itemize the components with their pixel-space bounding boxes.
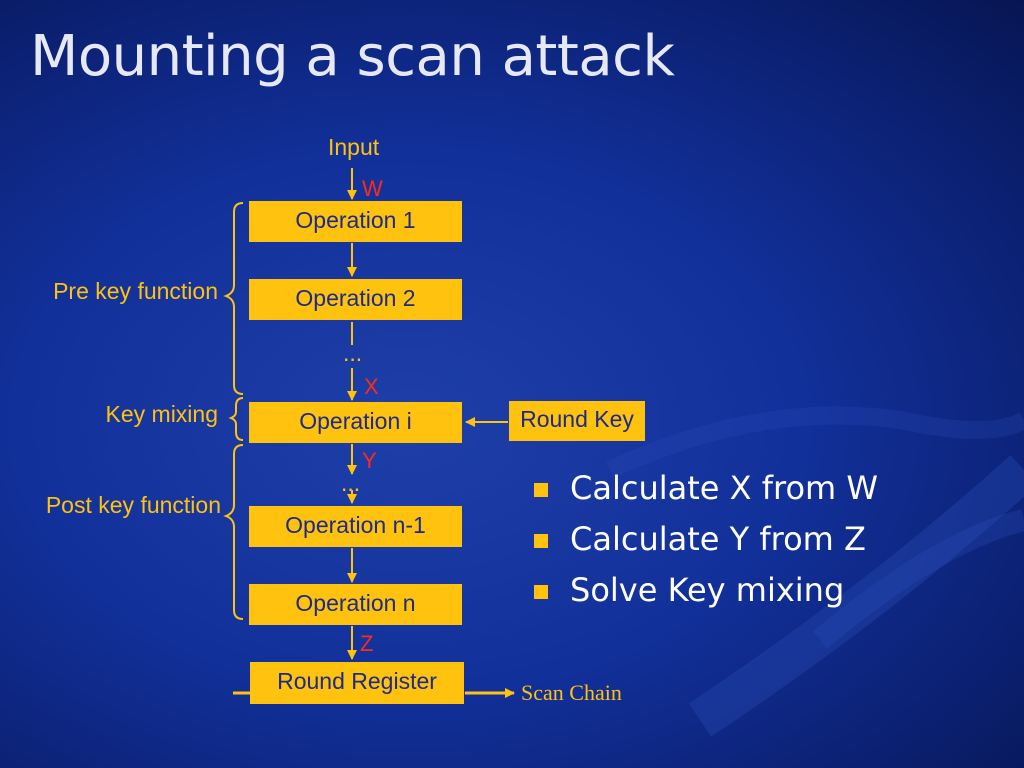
operation-i-box: Operation i [249, 402, 462, 443]
brace-post-key [223, 444, 244, 620]
bullet-text: Calculate X from W [570, 469, 878, 507]
operation-n-box: Operation n [249, 584, 462, 625]
signal-x: X [364, 374, 379, 399]
bullet-square-icon [534, 534, 548, 548]
brace-pre-key [223, 202, 244, 395]
bullet-item: Solve Key mixing [532, 568, 878, 619]
bullet-item: Calculate X from W [532, 466, 878, 517]
signal-y: Y [362, 448, 377, 473]
bullet-text: Solve Key mixing [570, 571, 845, 609]
operation-n-1-box: Operation n-1 [249, 506, 462, 547]
operation-2-box: Operation 2 [249, 279, 462, 320]
brace-key-mixing [228, 397, 244, 441]
ellipsis-2: ... [341, 470, 361, 496]
bullet-square-icon [534, 483, 548, 497]
bullet-list: Calculate X from W Calculate Y from Z So… [532, 466, 878, 619]
bullet-item: Calculate Y from Z [532, 517, 878, 568]
round-register-box: Round Register [250, 662, 464, 704]
signal-z: Z [360, 631, 374, 656]
signal-w: W [362, 176, 383, 201]
round-key-box: Round Key [509, 401, 645, 441]
ellipsis-1: ... [343, 340, 363, 366]
bullet-square-icon [534, 585, 548, 599]
input-label: Input [328, 134, 380, 160]
scan-chain-label: Scan Chain [521, 680, 622, 705]
operation-1-box: Operation 1 [249, 201, 462, 242]
slide-title: Mounting a scan attack [30, 24, 675, 89]
post-key-function-label: Post key function [45, 492, 221, 518]
pre-key-function-label: Pre key function [53, 278, 218, 304]
bullet-text: Calculate Y from Z [570, 520, 866, 558]
key-mixing-label: Key mixing [105, 401, 218, 427]
